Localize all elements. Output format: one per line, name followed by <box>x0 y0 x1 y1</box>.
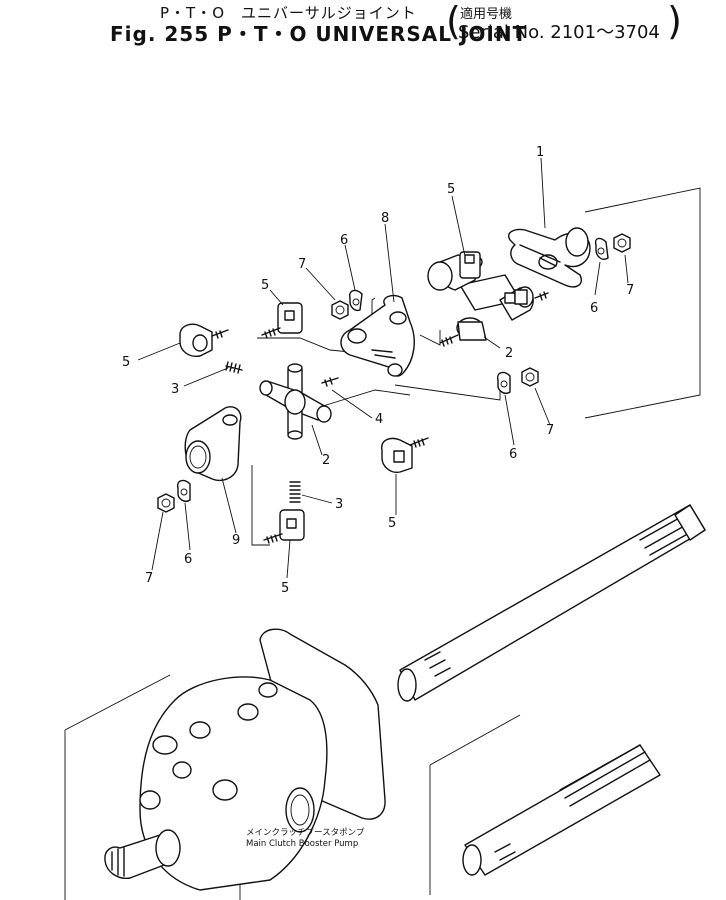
yoke-flange-8 <box>340 294 415 377</box>
pump-caption-japanese: メインクラッチブースタポンプ <box>246 827 365 838</box>
callout-numbers: 1 5 8 6 7 5 6 7 2 5 3 4 7 6 2 3 5 9 6 7 … <box>122 145 634 596</box>
yoke-assembly-1 <box>508 227 591 288</box>
callout-7-lower: 7 <box>145 571 153 586</box>
bearing-cap-bottom <box>263 509 305 544</box>
callout-7-upper: 7 <box>298 257 306 272</box>
figure-title: Fig. 255 P・T・O UNIVERSAL JOINT <box>110 18 535 47</box>
figure-header: P・T・O ユニバーサルジョイント Fig. 255 P・T・O UNIVERSA… <box>0 0 726 48</box>
frame-right-upper <box>584 187 701 419</box>
leader-cross-center <box>309 389 411 411</box>
leader-right-mid <box>394 384 501 401</box>
bearing-cap-upper-left <box>261 302 303 339</box>
main-clutch-booster-pump <box>104 628 386 891</box>
washer-nut-upper-mid <box>331 289 363 320</box>
callout-5-bottom: 5 <box>281 581 289 596</box>
callout-6-mid: 6 <box>509 447 517 462</box>
washer-nut-right-mid <box>496 367 539 395</box>
paren-right: ) <box>667 0 682 43</box>
bearing-cap-right-mid <box>381 437 429 473</box>
callout-5-mid-right: 5 <box>388 516 396 531</box>
pump-caption: メインクラッチブースタポンプ Main Clutch Booster Pump <box>246 827 365 849</box>
callout-7-right: 7 <box>626 283 634 298</box>
callout-3-upper: 3 <box>171 382 179 397</box>
serial-label-japanese: 適用号機 <box>460 7 513 22</box>
callout-8: 8 <box>381 211 389 226</box>
callout-6-lower: 6 <box>184 552 192 567</box>
paren-left: ( <box>446 0 461 43</box>
spider-cross-center <box>259 363 339 440</box>
callout-5-top: 5 <box>447 182 455 197</box>
bearing-cap-left <box>179 323 229 357</box>
drive-shaft-long <box>397 504 706 702</box>
washer-nut-right-top <box>594 233 631 260</box>
leader-bottom-left <box>251 465 270 546</box>
serial-range: ( 適用号機 Serial No. 2101～3704 ) <box>446 0 686 43</box>
drive-shaft-short <box>462 744 661 876</box>
callout-6-upper: 6 <box>340 233 348 248</box>
frame-shaft-top <box>429 714 521 766</box>
spring-bolt-lower <box>289 481 301 503</box>
callout-leaders <box>137 157 629 579</box>
callout-2-center: 2 <box>322 453 330 468</box>
pump-caption-english: Main Clutch Booster Pump <box>246 839 358 849</box>
callout-4: 4 <box>375 412 383 427</box>
callout-1: 1 <box>536 145 544 160</box>
callout-3-lower: 3 <box>335 497 343 512</box>
callout-2-upper: 2 <box>505 346 513 361</box>
callout-6-right: 6 <box>590 301 598 316</box>
callout-5-left: 5 <box>122 355 130 370</box>
leader-mid <box>419 330 441 346</box>
callout-5-upper-left: 5 <box>261 278 269 293</box>
callout-7-mid: 7 <box>546 423 554 438</box>
yoke-flange-9 <box>184 406 242 482</box>
title-english: P・T・O UNIVERSAL JOINT <box>217 22 528 46</box>
spring-bolt-upper <box>225 361 243 374</box>
title-japanese: P・T・O ユニバーサルジョイント <box>160 4 417 22</box>
frame-pump-top <box>64 674 171 731</box>
serial-number-range: Serial No. 2101～3704 <box>458 22 660 43</box>
figure-number: Fig. 255 <box>110 22 210 46</box>
callout-9: 9 <box>232 533 240 548</box>
spider-cross-upper <box>427 251 549 347</box>
washer-nut-lower-left <box>157 479 191 513</box>
